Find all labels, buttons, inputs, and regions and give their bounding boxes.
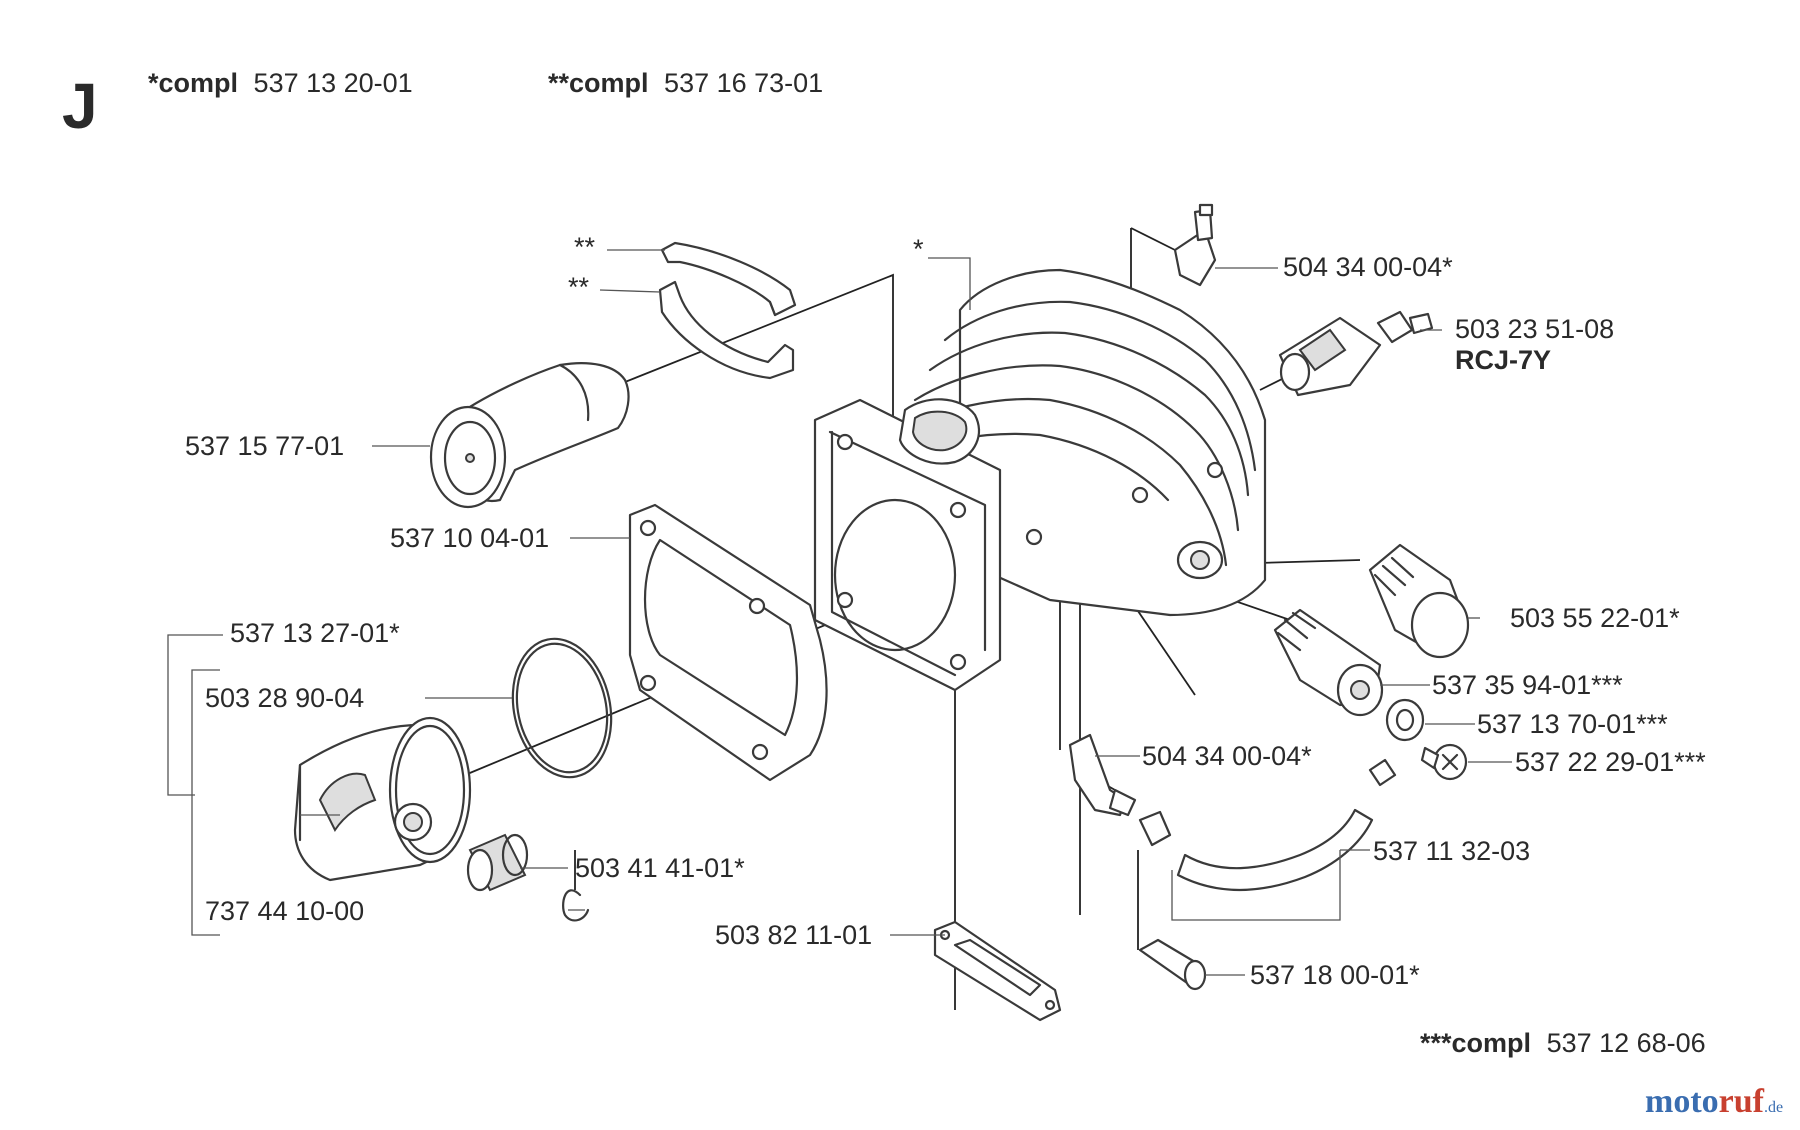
decompression-valve [1273, 608, 1384, 717]
plug [1138, 938, 1207, 991]
fuel-hose [1138, 758, 1397, 891]
cylinder-label: * [913, 234, 924, 264]
callout-labels: ** ** * 504 34 00-04* 503 23 51-08 RCJ-7… [185, 232, 1706, 990]
kit2-label: **compl 537 16 73-01 [548, 68, 823, 98]
piston-label: 737 44 10-00 [205, 896, 364, 926]
washer-label: 537 13 70-01*** [1477, 709, 1668, 739]
spark-plug [1278, 310, 1434, 397]
leader-lines [167, 249, 1512, 976]
kit1-prefix: *compl [148, 68, 238, 98]
kit1-number: 537 13 20-01 [254, 68, 413, 98]
plug-label: 537 18 00-01* [1250, 960, 1420, 990]
cap-label: 503 55 22-01* [1510, 603, 1680, 633]
nipple-top [1173, 203, 1217, 287]
watermark-part1: moto [1645, 1083, 1719, 1120]
base-gasket [933, 920, 1062, 1022]
nipple-bottom-label: 504 34 00-04* [1142, 741, 1312, 771]
gasket-label: 537 10 04-01 [390, 523, 549, 553]
intake-label: 537 15 77-01 [185, 431, 344, 461]
washer [1385, 698, 1425, 742]
intake-manifold [429, 362, 630, 509]
nipple-top-label: 504 34 00-04* [1283, 252, 1453, 282]
kit2-prefix: **compl [548, 68, 649, 98]
screw-label: 537 22 29-01*** [1515, 747, 1706, 777]
watermark-part3: .de [1764, 1099, 1783, 1116]
circlip [562, 889, 590, 922]
piston-ring-label: 503 28 90-04 [205, 683, 364, 713]
cylinder [813, 268, 1267, 692]
bearing-label: 503 41 41-01* [575, 853, 745, 883]
section-letter: J [62, 70, 98, 142]
spark-plug-type-label: RCJ-7Y [1455, 345, 1551, 375]
clip-lower-label: ** [568, 272, 590, 302]
watermark-logo: motoruf.de [1645, 1083, 1783, 1120]
watermark-part2: ruf [1719, 1083, 1765, 1120]
clip-upper-label: ** [574, 232, 596, 262]
screw [1420, 743, 1468, 781]
footer-kit-prefix: ***compl [1420, 1028, 1531, 1058]
clip-lower [658, 280, 795, 380]
kit2-number: 537 16 73-01 [664, 68, 823, 98]
footer-kit-number: 537 12 68-06 [1547, 1028, 1706, 1058]
piston-kit-label: 537 13 27-01* [230, 618, 400, 648]
cap [1368, 543, 1470, 659]
footer-kit-label: ***compl 537 12 68-06 [1420, 1028, 1706, 1058]
piston-ring [511, 637, 613, 779]
valve-label: 537 35 94-01*** [1432, 670, 1623, 700]
piston [293, 716, 472, 882]
base-gasket-label: 503 82 11-01 [715, 920, 872, 950]
kit1-label: *compl 537 13 20-01 [148, 68, 413, 98]
hose-label: 537 11 32-03 [1373, 836, 1530, 866]
needle-bearing [466, 833, 529, 892]
nipple-bottom [1068, 733, 1137, 817]
flange-gasket [628, 503, 828, 782]
spark-plug-label: 503 23 51-08 [1455, 314, 1614, 344]
watermark-text: motoruf.de [1645, 1083, 1783, 1120]
clip-upper [660, 241, 797, 317]
